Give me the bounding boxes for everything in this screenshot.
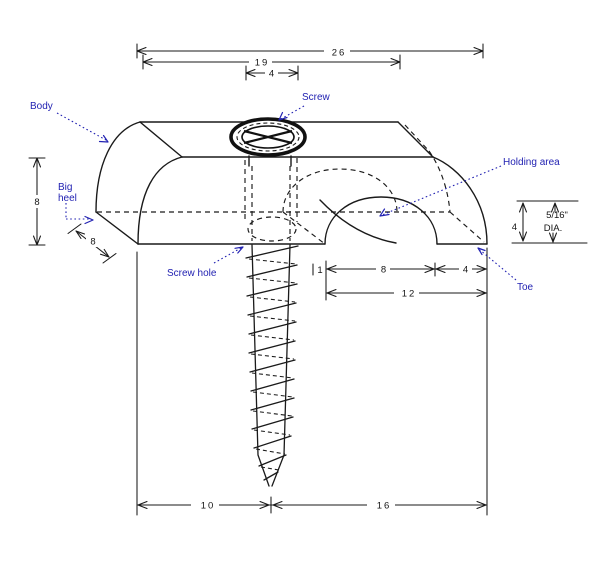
dim-hole-diameter: 5/16" [546, 210, 568, 221]
dimension-text-masks [30, 45, 472, 511]
screw-shank [245, 244, 299, 487]
toe-arrowhead [477, 247, 486, 256]
screw-hole-arrowhead [234, 246, 244, 254]
dim-hole-to-arch: 1 [317, 265, 322, 276]
dim-arch-width: 8 [381, 265, 386, 276]
callouts: Body Screw Holding area Big heel Screw h… [30, 92, 560, 293]
big-heel-arrowhead [84, 215, 94, 225]
body-arrowhead [98, 134, 109, 143]
dim-body-height: 8 [34, 197, 39, 208]
dim-screw-offset: 4 [269, 69, 274, 80]
dim-body-depth: 8 [90, 237, 95, 248]
dim-toe-width: 4 [463, 265, 468, 276]
dimension-lines [28, 43, 588, 516]
dim-overall-width: 26 [332, 48, 347, 59]
dim-body-width: 19 [255, 58, 270, 69]
hidden-lines [97, 124, 485, 245]
label-screw: Screw [302, 92, 331, 103]
label-toe: Toe [517, 282, 534, 293]
label-screw-hole: Screw hole [167, 268, 217, 279]
label-holding-area: Holding area [503, 157, 560, 168]
dim-left-span: 10 [201, 501, 216, 512]
holding-area-arrowhead [379, 208, 390, 217]
label-body: Body [30, 101, 53, 112]
screw-head [229, 117, 307, 167]
phillips-cross-icon [243, 129, 293, 145]
dim-arch-plus-toe: 12 [402, 289, 417, 300]
dim-right-span: 16 [377, 501, 392, 512]
dimension-labels: 26 19 4 8 8 1 8 4 12 10 16 4 5/16" DIA. [34, 48, 568, 512]
screw-arrowhead [278, 111, 288, 121]
dim-dia-abbrev: DIA. [544, 223, 562, 234]
label-big-heel-2: heel [58, 193, 77, 204]
dim-holding-height: 4 [512, 222, 517, 233]
label-big-heel-1: Big [58, 182, 72, 193]
